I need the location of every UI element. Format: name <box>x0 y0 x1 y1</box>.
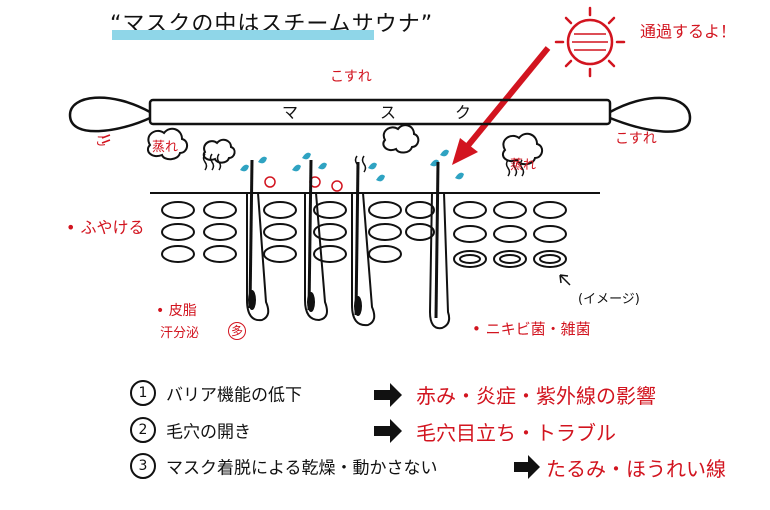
skin-cells <box>161 201 567 268</box>
effect-text: 赤み・炎症・紫外線の影響 <box>416 384 656 408</box>
pores <box>246 192 451 330</box>
fuyakeru-label: ふやける <box>66 214 145 238</box>
row-number: 3 <box>130 453 156 479</box>
acne-label: ニキビ菌・雑菌 <box>472 318 591 339</box>
friction-left-label: こ <box>95 134 108 148</box>
steam-left-label: 蒸れ <box>152 140 179 155</box>
row-number: 1 <box>130 380 156 406</box>
sweat-label: 汗分泌 <box>160 326 200 341</box>
row-number: 2 <box>130 417 156 443</box>
mask-letter-1: マ <box>282 103 298 122</box>
hairs <box>248 159 440 319</box>
cause-row-2: 2 毛穴の開き <box>130 417 251 443</box>
result-arrows <box>374 383 540 479</box>
friction-right-label: こすれ <box>615 131 657 147</box>
many-badge: 多 <box>228 322 246 340</box>
mask-letter-3: ク <box>455 103 471 122</box>
effect-row-3: たるみ・ほうれい線 <box>546 453 726 482</box>
droplets <box>240 149 464 182</box>
effect-text: 毛穴目立ち・トラブル <box>416 421 616 445</box>
steam-right-label: 蒸れ <box>510 158 537 173</box>
effect-row-2: 毛穴目立ち・トラブル <box>416 417 616 446</box>
cause-row-3: 3 マスク着脱による乾燥・動かさない <box>130 453 438 479</box>
sebum-dots <box>248 290 362 316</box>
friction-top-label: こすれ <box>330 69 372 85</box>
effect-text: たるみ・ほうれい線 <box>546 457 726 481</box>
cause-row-1: 1 バリア機能の低下 <box>130 380 302 406</box>
cause-text: バリア機能の低下 <box>166 385 302 406</box>
sun-label: 通過するよ！ <box>640 22 737 41</box>
cause-text: マスク着脱による乾燥・動かさない <box>166 458 438 479</box>
mask-letter-2: ス <box>380 103 396 122</box>
effect-row-1: 赤み・炎症・紫外線の影響 <box>416 380 656 409</box>
uv-arrow <box>452 46 551 165</box>
mask-shape <box>68 96 692 133</box>
title-highlight <box>112 30 374 40</box>
image-note-label: (イメージ) <box>578 292 640 307</box>
sun-icon <box>554 6 626 78</box>
cause-text: 毛穴の開き <box>166 422 251 443</box>
bacteria-markers <box>264 176 343 192</box>
sebum-label: 皮脂 <box>156 300 197 320</box>
